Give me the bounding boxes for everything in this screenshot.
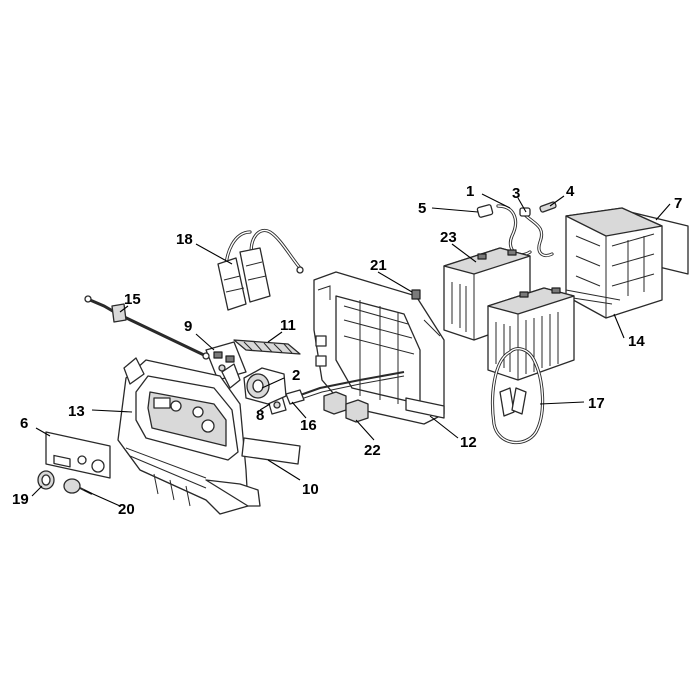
part-6-decal [45,431,111,479]
callout-6: 6 [20,415,28,432]
part-19-knob [37,470,55,490]
callout-21: 21 [370,257,387,274]
part-11-heat-sink [233,339,301,355]
callout-11: 11 [280,317,296,334]
part-22-relay [323,391,369,423]
callout-9: 9 [184,318,192,335]
part-18-clamp-cables [217,228,304,311]
part-17-clamp-loop [490,347,545,445]
callout-16: 16 [300,417,317,434]
callout-1: 1 [466,183,474,200]
callout-numbers: 1 2 3 4 5 6 7 8 9 10 11 12 13 14 15 16 1… [12,183,682,518]
callout-12: 12 [460,434,477,451]
callout-7: 7 [674,195,682,212]
callout-22: 22 [364,442,381,459]
part-23-battery-rear [487,287,575,381]
callout-19: 19 [12,491,29,508]
leader-lines [31,193,671,507]
part-16-wire-harness [285,371,405,405]
part-14-battery-tray [559,207,663,319]
part-21-label [411,289,421,300]
callout-13: 13 [68,403,85,420]
part-10-trim-strip [241,437,301,465]
part-5-connector [476,204,494,218]
part-2-motor [243,367,287,405]
callout-15: 15 [124,291,141,308]
part-3-battery-cable [519,207,554,258]
callout-18: 18 [176,231,193,248]
part-15-cable [84,295,210,360]
callout-4: 4 [566,183,575,200]
callout-3: 3 [512,185,520,202]
part-13-front-housing [117,357,261,515]
callout-10: 10 [302,481,319,498]
callout-2: 2 [292,367,300,384]
callout-23: 23 [440,229,457,246]
callout-20: 20 [118,501,135,518]
callout-17: 17 [588,395,605,412]
callout-5: 5 [418,200,426,217]
callout-14: 14 [628,333,645,350]
callout-8: 8 [256,407,264,424]
